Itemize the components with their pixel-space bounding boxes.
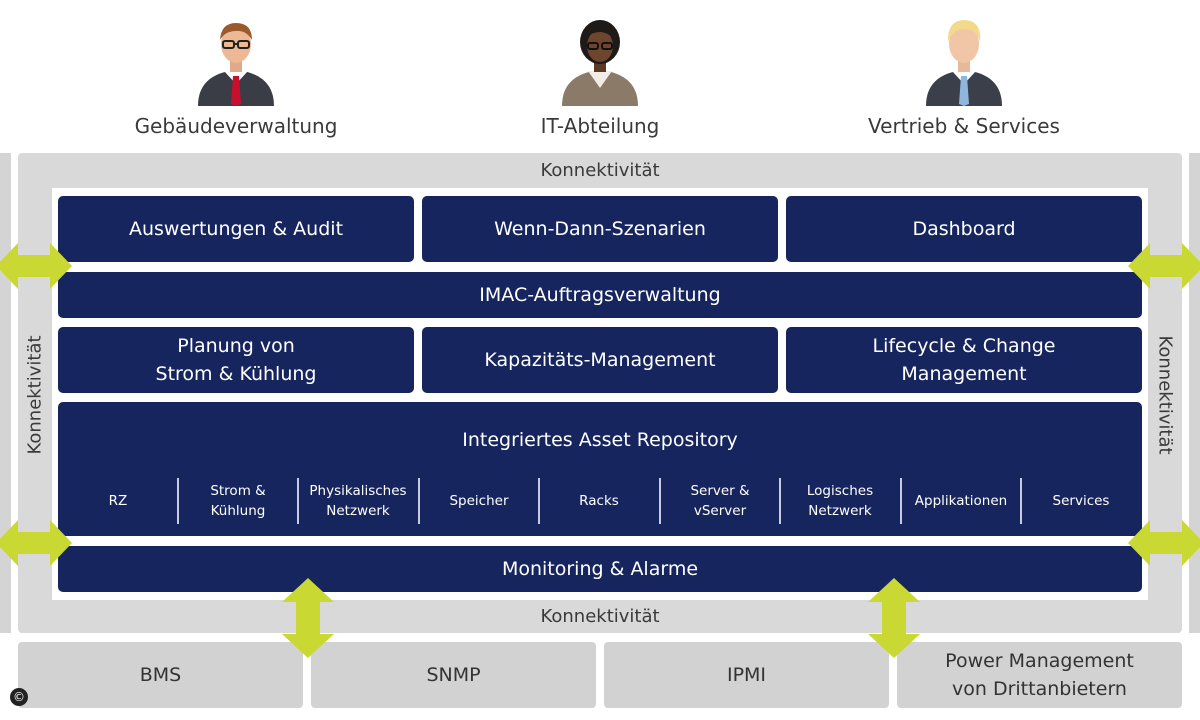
repo-item-label: vServer [693, 503, 747, 519]
source-snmp: SNMP [311, 642, 596, 708]
connectivity-label-left: Konnektivität [24, 335, 46, 455]
repo-item-label: Netzwerk [326, 503, 390, 519]
block-line: Management [901, 363, 1027, 385]
connectivity-label-bottom: Konnektivität [540, 606, 660, 627]
source-ipmi: IPMI [604, 642, 889, 708]
source-label: IPMI [726, 664, 767, 686]
repo-item-services: Services [1022, 470, 1140, 532]
person-blonde-blue-tie-icon [926, 20, 1002, 106]
repo-item-label: Logisches [806, 483, 874, 499]
repo-item-label: Netzwerk [808, 503, 872, 519]
repo-item-label: Physikalisches [309, 483, 407, 499]
repo-separator [900, 478, 902, 524]
role-sales-services: Vertrieb & Services [868, 114, 1060, 138]
repo-item-applications: Applikationen [902, 470, 1020, 532]
double-arrow-horizontal-icon [0, 243, 72, 289]
double-arrow-vertical-icon [282, 578, 334, 658]
block-lifecycle-change: Lifecycle & Change Management [786, 327, 1142, 393]
repo-item-label: Kühlung [210, 503, 266, 519]
repo-item-label: Applikationen [914, 493, 1008, 509]
repo-separator [177, 478, 179, 524]
repo-separator [1020, 478, 1022, 524]
source-bms: BMS [18, 642, 303, 708]
repo-item-storage: Speicher [420, 470, 538, 532]
role-building-management: Gebäudeverwaltung [134, 114, 338, 138]
left-edge-strip [0, 153, 11, 633]
block-monitoring-alarms: Monitoring & Alarme [58, 546, 1142, 592]
block-line: Planung von [177, 335, 295, 357]
double-arrow-horizontal-icon [0, 520, 72, 566]
block-reports-audit: Auswertungen & Audit [58, 196, 414, 262]
double-arrow-horizontal-icon [1128, 520, 1200, 566]
role-it-department: IT-Abteilung [540, 114, 660, 138]
source-label: von Drittanbietern [952, 678, 1127, 700]
repo-separator [418, 478, 420, 524]
repo-item-power-cooling: Strom & Kühlung [179, 470, 297, 532]
double-arrow-vertical-icon [868, 578, 920, 658]
double-arrow-horizontal-icon [1128, 243, 1200, 289]
repo-item-rz: RZ [59, 470, 177, 532]
connectivity-label-top: Konnektivität [540, 160, 660, 181]
repo-separator [659, 478, 661, 524]
right-edge-strip [1189, 153, 1200, 633]
block-dashboard: Dashboard [786, 196, 1142, 262]
repo-separator [297, 478, 299, 524]
block-line: Lifecycle & Change [872, 335, 1056, 357]
repo-item-server-vserver: Server & vServer [661, 470, 779, 532]
repo-item-label: RZ [108, 493, 128, 509]
repo-item-label: Server & [690, 483, 750, 499]
person-glasses-red-tie-icon [198, 23, 274, 106]
source-label: Power Management [945, 650, 1134, 672]
repo-item-label: Racks [579, 493, 619, 509]
repo-item-racks: Racks [540, 470, 658, 532]
copyright-badge: © [10, 688, 28, 706]
block-power-cooling-planning: Planung von Strom & Kühlung [58, 327, 414, 393]
block-imac-order-management: IMAC-Auftragsverwaltung [58, 272, 1142, 318]
person-woman-icon [562, 20, 638, 106]
source-power-management: Power Management von Drittanbietern [897, 642, 1182, 708]
block-line: Strom & Kühlung [155, 363, 317, 385]
repo-item-label: Speicher [449, 493, 509, 509]
block-if-then-scenarios: Wenn-Dann-Szenarien [422, 196, 778, 262]
repository-title: Integriertes Asset Repository [462, 429, 738, 451]
source-label: BMS [139, 664, 182, 686]
source-label: SNMP [426, 664, 481, 686]
repo-separator [538, 478, 540, 524]
block-capacity-management: Kapazitäts-Management [422, 327, 778, 393]
repo-item-label: Strom & [210, 483, 266, 499]
repo-separator [779, 478, 781, 524]
repo-item-label: Services [1052, 493, 1110, 509]
block-asset-repository: Integriertes Asset Repository [58, 402, 1142, 536]
block-line: Kapazitäts-Management [484, 349, 716, 371]
connectivity-label-right: Konnektivität [1154, 335, 1176, 455]
